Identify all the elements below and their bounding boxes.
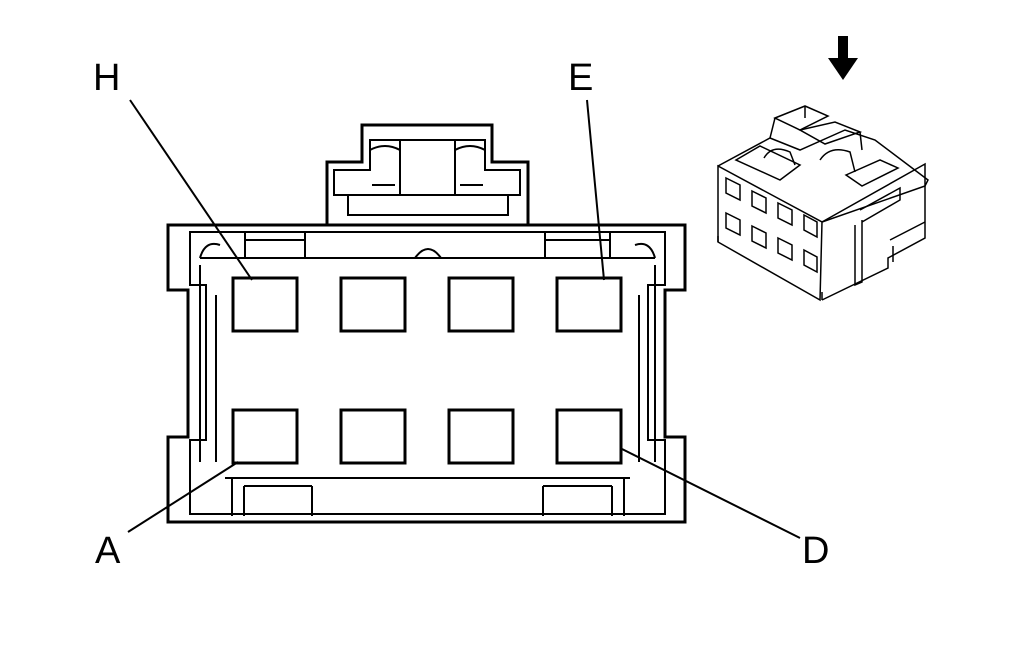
pin-cavity-d <box>555 408 623 465</box>
connector-housing <box>166 123 687 524</box>
pin-cavity-row-top <box>231 276 623 333</box>
leader-line-e <box>586 99 605 281</box>
pin-cavity-a <box>231 408 299 465</box>
pin-cavity-g <box>339 276 407 333</box>
pin-cavity-b <box>339 408 407 465</box>
pin-label-e: E <box>568 57 593 99</box>
pin-cavity-c <box>447 408 515 465</box>
leader-line-h <box>129 99 253 281</box>
pin-cavity-e <box>555 276 623 333</box>
pin-label-h: H <box>93 57 120 99</box>
pin-cavity-row-bottom <box>231 408 623 465</box>
leader-line-d <box>619 447 801 539</box>
leader-lines <box>127 99 801 539</box>
leader-line-a <box>127 461 239 533</box>
down-arrow-icon <box>828 36 858 80</box>
connector-isometric-view <box>717 105 929 302</box>
pin-cavity-h <box>231 276 299 333</box>
pin-label-d: D <box>802 530 829 572</box>
pin-label-a: A <box>95 530 121 572</box>
pin-cavity-f <box>447 276 515 333</box>
